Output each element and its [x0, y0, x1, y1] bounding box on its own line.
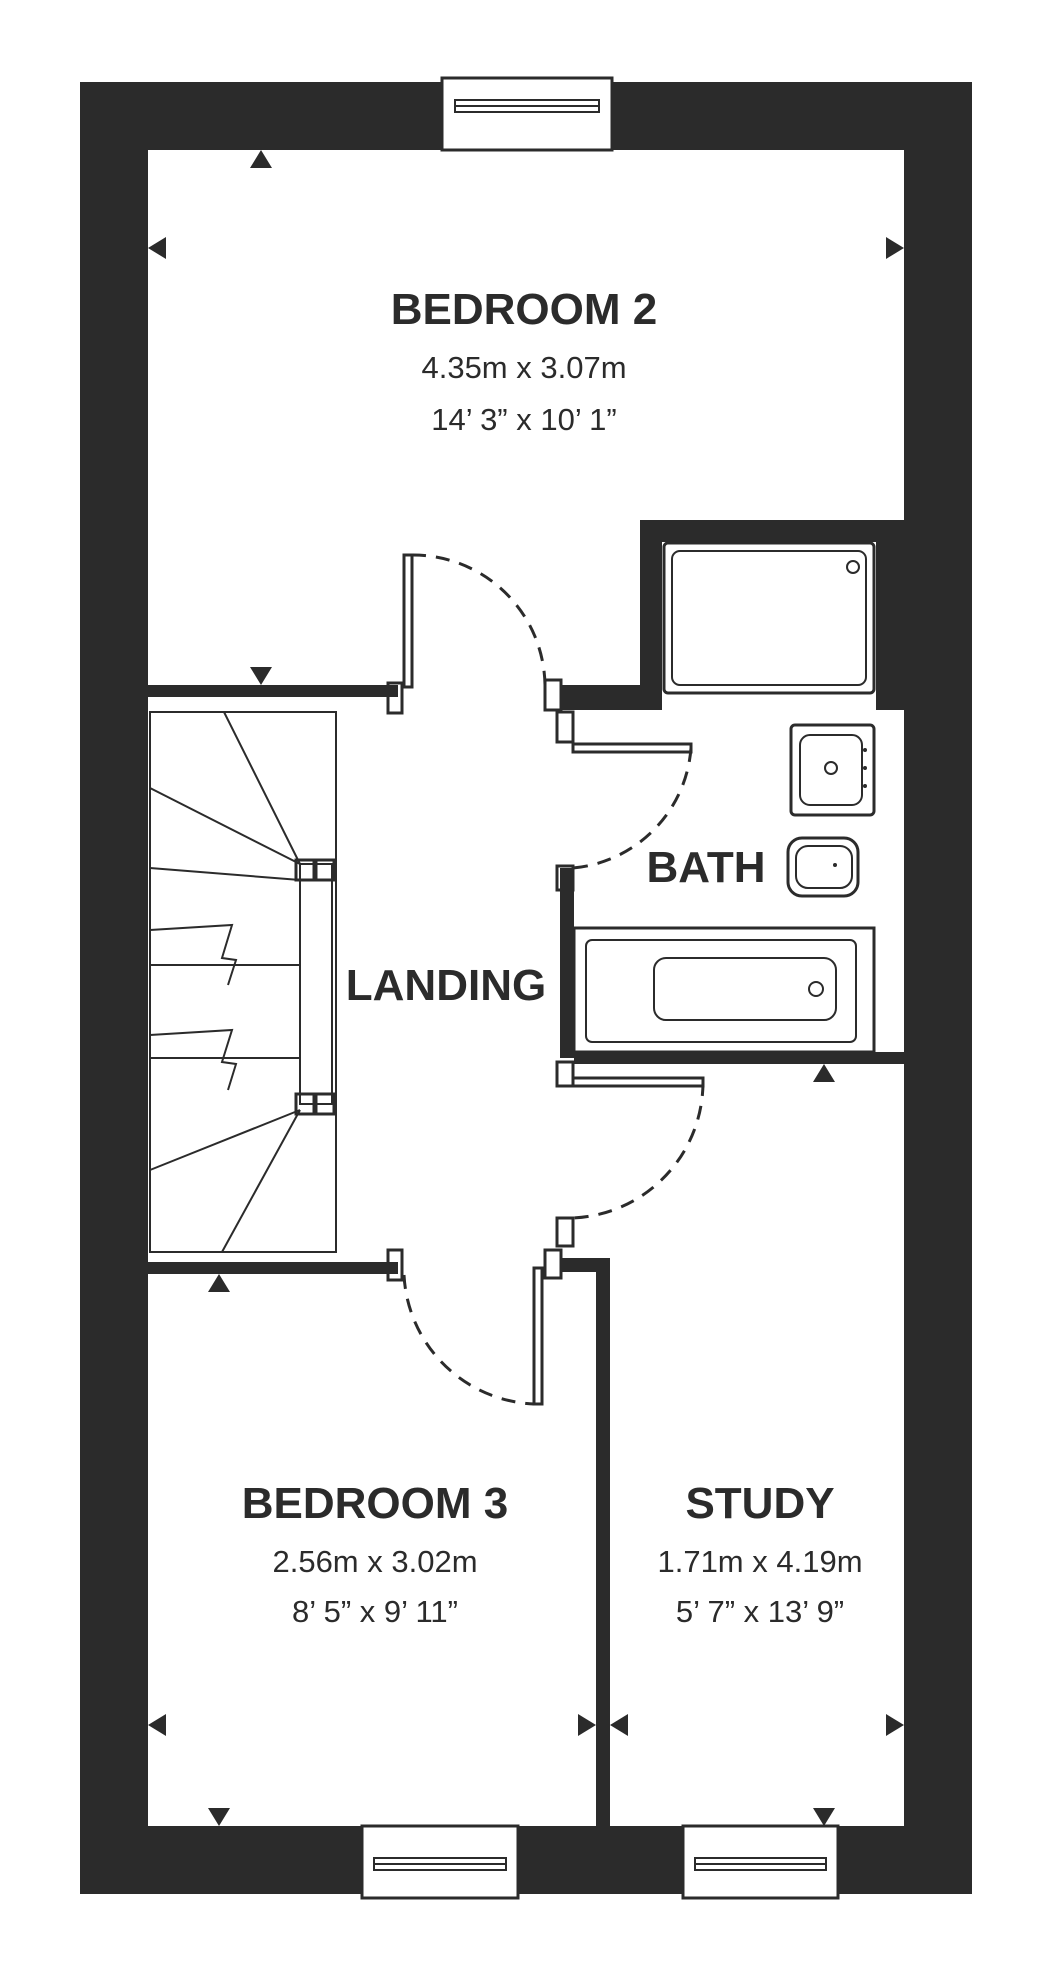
outer-walls: [80, 82, 972, 1894]
bedroom2-metric: 4.35m x 3.07m: [421, 350, 626, 385]
window-study: [681, 1824, 840, 1900]
window-bedroom3: [360, 1824, 520, 1900]
door-posts: [386, 678, 575, 1282]
landing-name: LANDING: [346, 961, 546, 1010]
bedroom2-imperial: 14’ 3” x 10’ 1”: [431, 402, 617, 437]
door-study-side: [571, 1076, 705, 1220]
toilet: [786, 836, 860, 898]
wash-basin: [789, 723, 876, 817]
door-bedroom2: [402, 553, 547, 689]
bedroom2-name: BEDROOM 2: [391, 285, 657, 334]
dimension-arrows: [148, 150, 904, 1826]
window-top: [440, 76, 614, 152]
shower-tray: [662, 541, 876, 695]
internal-walls: [148, 520, 904, 1826]
study-imperial: 5’ 7” x 13’ 9”: [676, 1594, 844, 1629]
study-metric: 1.71m x 4.19m: [657, 1544, 862, 1579]
door-bath: [571, 742, 693, 870]
bathtub: [572, 926, 876, 1054]
bedroom3-imperial: 8’ 5” x 9’ 11”: [292, 1594, 458, 1629]
door-bedroom3: [402, 1266, 544, 1406]
staircase: [149, 711, 337, 1253]
bedroom3-name: BEDROOM 3: [242, 1479, 508, 1528]
bath-name: BATH: [647, 843, 766, 892]
bedroom3-metric: 2.56m x 3.02m: [272, 1544, 477, 1579]
study-name: STUDY: [685, 1479, 834, 1528]
